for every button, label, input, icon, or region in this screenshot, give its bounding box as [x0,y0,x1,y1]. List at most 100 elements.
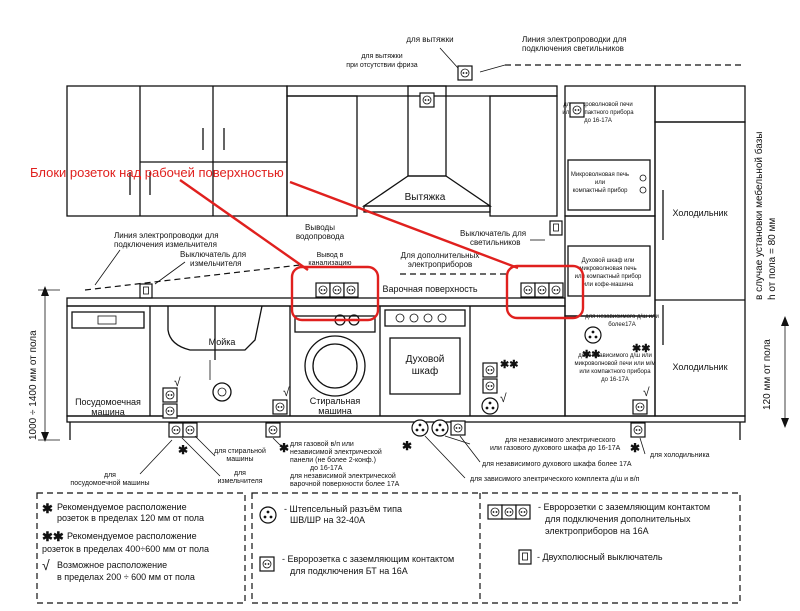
svg-text:Возможное расположение: Возможное расположение [57,560,167,570]
svg-text:подключения светильников: подключения светильников [522,44,624,53]
callout-line-left [179,179,309,271]
svg-text:✱✱: ✱✱ [632,343,650,355]
svg-text:- Штепсельный разъём типа: - Штепсельный разъём типа [284,504,402,514]
highlight-box-right [505,264,585,320]
dishwasher: Посудомоечная машина [71,311,145,417]
svg-text:√: √ [643,385,650,399]
highlight-box-left [290,265,380,322]
svg-text:посудомоечной машины: посудомоечной машины [70,479,149,487]
base-cabinets [66,305,746,440]
svg-text:электроприборов на 16А: электроприборов на 16А [545,526,649,536]
svg-text:Мойка: Мойка [209,337,236,347]
svg-text:Рекомендуемое расположение: Рекомендуемое расположение [57,502,187,512]
svg-text:микроволновая печь: микроволновая печь [579,266,636,272]
hood-socket-icon [457,65,473,81]
svg-text:для зависимого электрического: для зависимого электрического комплекта … [470,476,640,483]
svg-text:✱: ✱ [279,441,289,455]
svg-text:Линия электропроводки для: Линия электропроводки для [114,231,219,240]
svg-text:- Двухполюсный выключатель: - Двухполюсный выключатель [537,552,663,562]
svg-text:✱: ✱ [178,443,188,457]
countertop [66,297,566,307]
svg-text:h от пола = 80 мм: h от пола = 80 мм [767,218,778,300]
svg-text:√: √ [283,385,290,399]
fridge-bottom-label: Холодильник [672,362,727,372]
svg-text:машина: машина [91,407,124,417]
svg-text:или газового духового шкафа до: или газового духового шкафа до 16-17А [490,445,621,452]
svg-text:более17А: более17А [608,322,636,328]
svg-text:Выключатель для: Выключатель для [180,250,246,259]
svg-text:✱: ✱ [630,441,640,455]
svg-text:Линия электропроводки для: Линия электропроводки для [522,35,627,44]
svg-text:светильников: светильников [470,238,521,247]
svg-text:√: √ [500,391,507,405]
hood-socket-icon-2 [419,92,435,108]
washing-machine: Стиральная машина [294,314,376,416]
legend: ✱ Рекомендуемое расположение розеток в п… [36,492,741,604]
svg-text:независимой электрической: независимой электрической [290,448,382,456]
svg-text:розеток в пределах 120 мм от п: розеток в пределах 120 мм от пола [57,513,204,523]
svg-text:машины: машины [226,456,253,463]
svg-text:или компактного прибора: или компактного прибора [562,110,634,116]
svg-text:измельчителя: измельчителя [190,259,242,268]
hood-label: Вытяжка [405,192,446,203]
svg-text:для: для [234,470,246,477]
svg-text:машина: машина [318,406,351,416]
svg-text:Рекомендуемое расположение: Рекомендуемое расположение [67,531,197,541]
svg-text:Выключатель для: Выключатель для [460,229,526,238]
svg-text:или: или [595,180,605,186]
svg-text:или компактный прибор: или компактный прибор [575,273,642,280]
svg-text:ШВ/ШР на 32-40А: ШВ/ШР на 32-40А [290,515,365,525]
svg-text:для холодильника: для холодильника [650,452,710,459]
svg-text:Для дополнительных: Для дополнительных [401,251,480,260]
svg-text:✱✱: ✱✱ [500,359,518,371]
svg-text:✱✱: ✱✱ [582,349,600,361]
svg-text:до 16-17А: до 16-17А [601,377,629,383]
light-switch-icon [549,220,563,236]
svg-text:Духовой шкаф или: Духовой шкаф или [582,257,635,264]
svg-text:компактный прибор: компактный прибор [573,187,629,194]
svg-text:для вытяжки: для вытяжки [361,53,402,60]
svg-text:для микроволновой печи: для микроволновой печи [563,101,633,108]
svg-text:✱✱: ✱✱ [42,529,64,544]
oven: Духовой шкаф [384,309,466,395]
callout-line-right [289,180,519,270]
shredder-switch-icon [139,283,153,299]
svg-text:✱: ✱ [402,439,412,453]
svg-text:Выводы: Выводы [305,223,335,232]
hob-label: Варочная поверхность [382,284,477,294]
svg-text:✱: ✱ [42,501,53,516]
svg-text:измельчителя: измельчителя [217,478,262,485]
fridge-top-label: Холодильник [672,208,727,218]
svg-text:или компактного прибора: или компактного прибора [579,369,651,375]
svg-text:для стиральной: для стиральной [214,447,266,455]
shredder-wiring-line [84,264,301,291]
svg-text:для: для [104,472,116,479]
svg-text:варочной поверхности более 17А: варочной поверхности более 17А [290,480,400,488]
svg-text:√: √ [174,375,181,389]
sink: Мойка [167,305,263,402]
svg-text:- Евророзетки с заземляющим ко: - Евророзетки с заземляющим контактом [538,502,710,512]
svg-text:Микроволновая печь: Микроволновая печь [571,172,629,178]
svg-text:для подключения БТ на 16А: для подключения БТ на 16А [290,566,408,576]
svg-text:микроволновой печи или м/м: микроволновой печи или м/м [574,360,655,367]
svg-text:электроприборов: электроприборов [408,260,473,269]
svg-text:Духовой: Духовой [406,354,445,365]
svg-text:в случае установки мебельной б: в случае установки мебельной базы [753,132,765,300]
svg-text:Вывод в: Вывод в [317,252,344,259]
svg-text:панели (не более 2-конф.): панели (не более 2-конф.) [290,456,376,464]
svg-text:до 16-17А: до 16-17А [310,465,343,472]
svg-text:Посудомоечная: Посудомоечная [75,397,141,407]
svg-text:канализацию: канализацию [308,260,351,267]
fridge: Холодильник Холодильник [654,121,746,417]
svg-text:до 16-17А: до 16-17А [584,118,612,124]
svg-text:для независимого д/ш или: для независимого д/ш или [578,353,652,359]
svg-text:Стиральная: Стиральная [310,396,361,406]
svg-text:водопровода: водопровода [296,232,345,241]
svg-text:для газовой в/п или: для газовой в/п или [290,440,354,448]
svg-text:подключения измельчителя: подключения измельчителя [114,240,217,249]
svg-text:для подключения дополнительных: для подключения дополнительных [545,514,691,524]
worktop-socket-block-right [520,282,564,298]
svg-text:шкаф: шкаф [412,365,438,377]
